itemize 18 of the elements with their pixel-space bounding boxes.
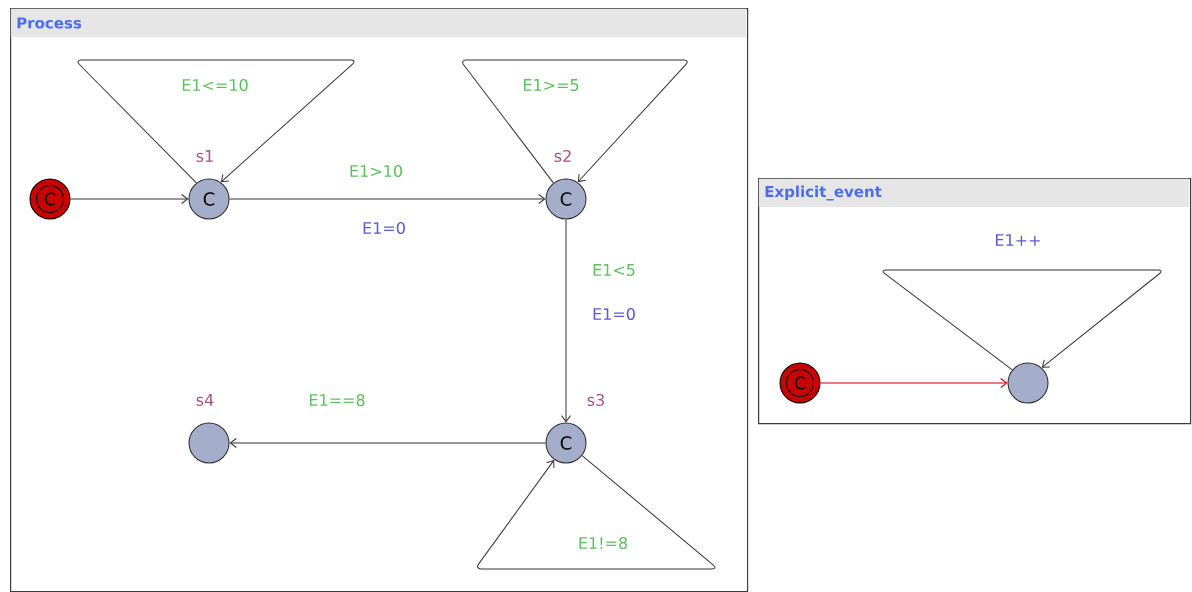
edge-label: E1++ [993,233,1043,247]
arrow [561,219,571,423]
arrow [477,455,716,570]
arrow [77,59,355,184]
arrow [229,194,546,204]
edge-label: E1<5 [591,263,637,277]
arrow [229,438,546,448]
arrow [462,59,688,184]
state-circle [1007,362,1049,404]
state-name: s3 [587,393,604,407]
state-circle [188,422,230,464]
edge-label: E1>=5 [521,78,581,92]
arrow [882,269,1162,371]
state-name: s1 [196,150,213,162]
state-name: s4 [196,394,214,406]
arrow [70,194,189,204]
arrow [820,378,1008,388]
state-name: s2 [554,149,571,163]
